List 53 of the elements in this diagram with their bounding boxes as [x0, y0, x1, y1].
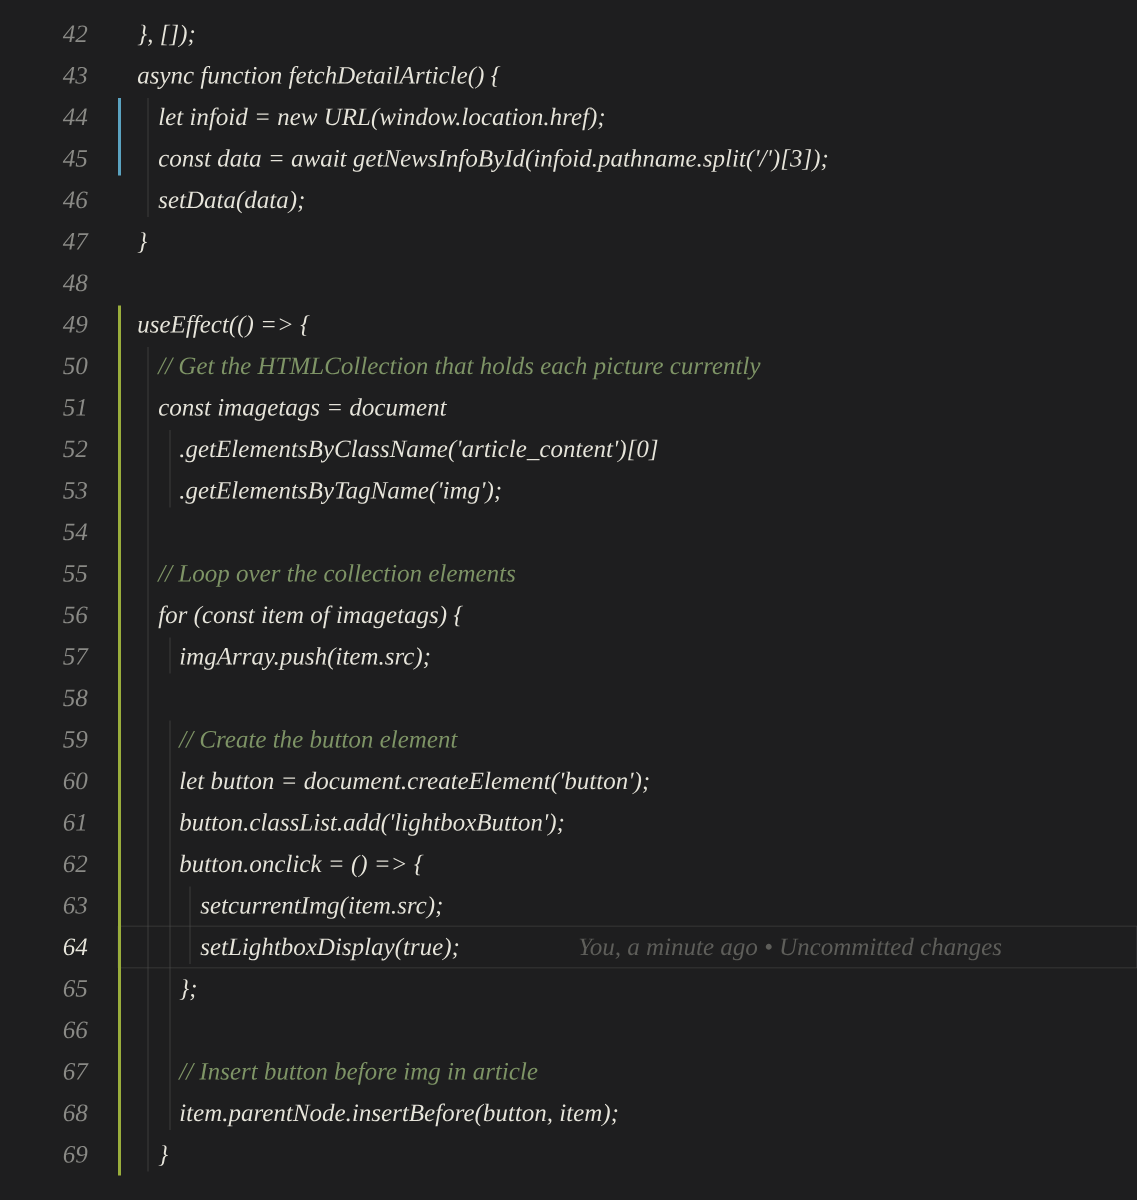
line-number: 69 — [63, 1145, 88, 1163]
code-line: item.parentNode.insertBefore(button, item); — [180, 1103, 618, 1127]
line-number: 60 — [63, 772, 88, 790]
line-number: 49 — [62, 315, 88, 333]
code-line: button.onclick = () => { — [180, 854, 424, 878]
code-line: let button = document.createElement('button'); — [180, 771, 649, 795]
line-number: 64 — [63, 938, 88, 956]
code-line: setcurrentImg(item.src); — [200, 896, 442, 919]
code-line: const imagetags = document — [158, 398, 448, 421]
code-line: } — [158, 1145, 168, 1166]
line-number: 65 — [63, 979, 88, 997]
line-number: 43 — [62, 66, 87, 84]
code-line: .getElementsByClassName('article_content')[0] — [180, 439, 658, 463]
line-number: 44 — [62, 108, 88, 125]
code-line: } — [137, 232, 147, 253]
code-line: for (const item of imagetags) { — [158, 605, 464, 629]
line-number: 53 — [63, 481, 87, 499]
code-comment: // Loop over the collection elements — [157, 564, 516, 587]
line-number: 58 — [63, 689, 88, 707]
code-comment: // Get the HTMLCollection that holds each picture currently — [157, 356, 761, 380]
line-number: 57 — [63, 648, 89, 665]
code-line: let infoid = new URL(window.location.href); — [159, 107, 604, 131]
line-number: 61 — [63, 813, 86, 831]
line-number: 47 — [62, 233, 89, 250]
line-number: 50 — [63, 357, 88, 375]
code-line: useEffect(() => { — [138, 314, 310, 338]
line-number: 56 — [63, 606, 88, 624]
code-line: }; — [179, 979, 196, 1001]
code-line: async function fetchDetailArticle() { — [137, 65, 501, 89]
code-line: .getElementsByTagName('img'); — [180, 481, 501, 504]
code-comment: // Insert button before img in article — [178, 1061, 538, 1085]
line-number: 51 — [63, 399, 86, 416]
line-number: 59 — [63, 730, 88, 748]
line-number: 48 — [62, 274, 88, 292]
line-number: 66 — [63, 1021, 88, 1039]
line-number: 52 — [63, 440, 88, 458]
line-number: 67 — [63, 1062, 89, 1080]
code-line: button.classList.add('lightboxButton'); — [180, 813, 564, 836]
line-number: 45 — [62, 150, 88, 167]
line-number: 63 — [63, 896, 87, 914]
line-number: 68 — [63, 1104, 88, 1122]
code-line: setData(data); — [158, 190, 304, 214]
line-number: 54 — [63, 523, 88, 541]
line-number: 46 — [62, 191, 88, 209]
code-comment: // Create the button element — [178, 730, 458, 748]
code-line: }, []); — [137, 24, 195, 48]
line-number: 42 — [62, 25, 88, 42]
line-number: 62 — [63, 855, 88, 873]
blame-annotation: You, a minute ago • Uncommitted changes — [579, 937, 1002, 961]
code-line: setLightboxDisplay(true); — [200, 937, 459, 961]
code-line: const data = await getNewsInfoById(infoid.pathname.split('/')[3]); — [158, 148, 828, 172]
line-number: 55 — [63, 565, 88, 582]
code-line: imgArray.push(item.src); — [180, 647, 430, 670]
